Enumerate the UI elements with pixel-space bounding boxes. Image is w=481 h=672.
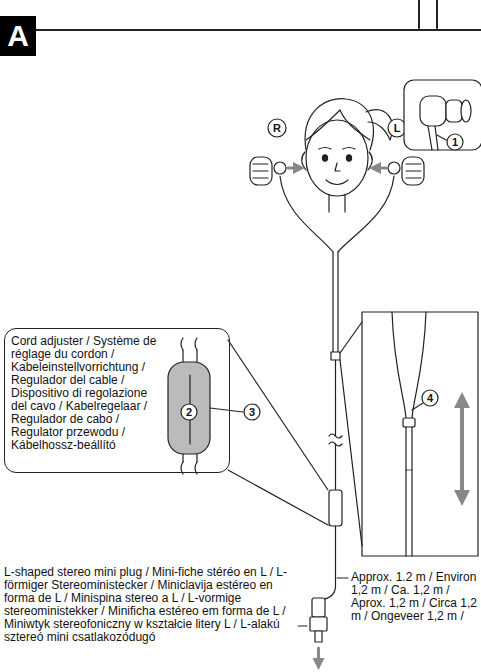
callout-text: Cord adjuster / Système de réglage du co… (5, 329, 161, 458)
callout-number: 3 (244, 404, 260, 420)
cord-adjuster-detail (168, 338, 328, 525)
header-rule (36, 29, 481, 31)
callout-circle (244, 404, 260, 420)
cord-adjuster-callout: Cord adjuster / Système de réglage du co… (4, 328, 230, 473)
side-mark: R (269, 120, 285, 136)
callout-circle (181, 404, 197, 420)
callout-number: 4 (422, 390, 438, 406)
page-mark (436, 0, 438, 28)
section-letter: A (7, 21, 29, 51)
slide-arrow (460, 400, 464, 498)
side-mark-circle (268, 119, 286, 137)
callout-circle (422, 390, 438, 406)
callout-circle (447, 134, 463, 150)
plug-label: L-shaped stereo mini plug / Mini-fiche s… (4, 566, 300, 644)
leader-line (298, 625, 307, 626)
callout-number: 1 (447, 134, 463, 150)
page-mark (418, 0, 420, 28)
cord-length-label: Approx. 1.2 m / Environ 1,2 m / Ca. 1,2 … (351, 571, 478, 623)
hands-with-earbuds (250, 157, 424, 185)
callout-number: 2 (181, 404, 197, 420)
insert-arrow (375, 167, 386, 170)
side-mark: L (389, 120, 405, 136)
side-mark-circle (388, 119, 406, 137)
head-figure (302, 99, 393, 212)
y-split-inset (340, 312, 478, 556)
section-letter-box: A (0, 16, 36, 56)
earbud-inset (404, 80, 481, 150)
leader-line (337, 577, 348, 578)
insert-arrow (288, 167, 299, 170)
plug-direction-arrow (317, 648, 320, 664)
